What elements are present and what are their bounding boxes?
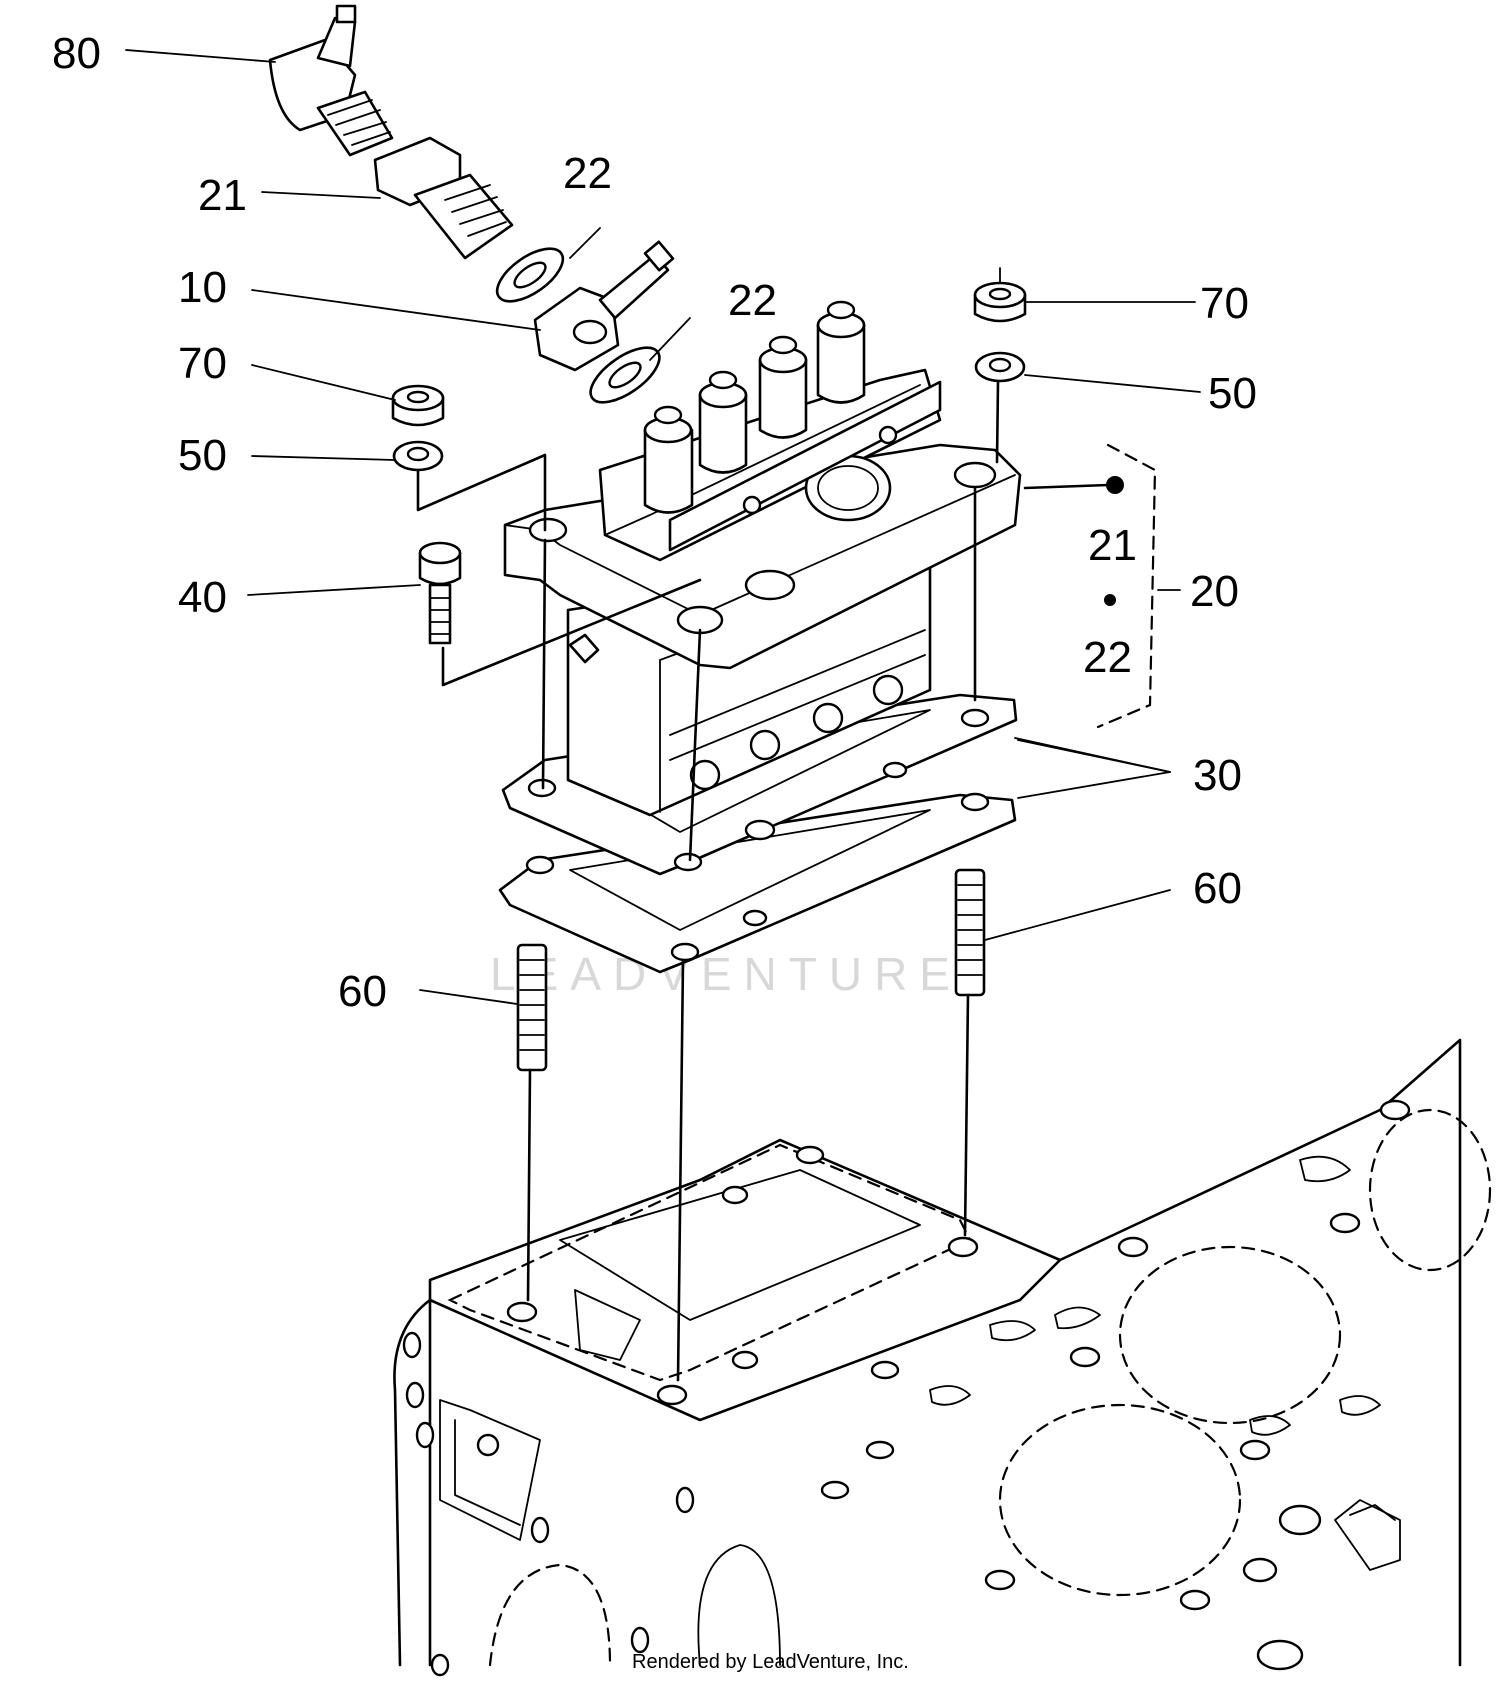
elbow-fitting: [268, 4, 394, 157]
bullet-dot: [1104, 594, 1116, 606]
stud-left: [516, 943, 548, 1302]
guide-line-left: [541, 538, 547, 790]
nut-right: [973, 281, 1027, 323]
callout-10: 10: [178, 263, 227, 312]
callout-22: 22: [1083, 633, 1132, 682]
callout-21: 21: [198, 171, 247, 220]
callout-80: 80: [52, 29, 101, 78]
washer-left-guide: [416, 453, 547, 532]
delivery-valve-holders: [643, 300, 866, 514]
washer-top: [495, 247, 565, 303]
callout-20: 20: [1190, 567, 1239, 616]
callout-70: 70: [1200, 279, 1249, 328]
render-credit: Rendered by LeadVenture, Inc.: [632, 1651, 909, 1673]
callout-50: 50: [178, 431, 227, 480]
watermark-text: LEADVENTURE: [490, 948, 962, 1000]
bullet-dot: [1106, 476, 1124, 494]
leader-lines: [125, 49, 1201, 1005]
callout-60: 60: [1193, 864, 1242, 913]
callout-40: 40: [178, 573, 227, 622]
callout-60: 60: [338, 967, 387, 1016]
callout-50: 50: [1208, 369, 1257, 418]
washer-right: [974, 351, 1026, 383]
washer-left: [392, 440, 444, 472]
injection-pump: [503, 300, 1022, 817]
hollow-screw: [373, 136, 514, 260]
callout-22: 22: [563, 149, 612, 198]
callout-21: 21: [1088, 521, 1137, 570]
washer-right-guide: [995, 380, 1000, 464]
guide-line-center: [676, 958, 685, 1382]
gasket-lower: [498, 792, 1017, 974]
guide-line-mid: [688, 628, 702, 862]
callout-30: 30: [1193, 751, 1242, 800]
stud-right: [954, 868, 986, 1237]
banjo-fitting: [533, 240, 675, 372]
nut-left: [391, 384, 445, 427]
callout-22: 22: [728, 276, 777, 325]
bolt-guide: [441, 578, 702, 687]
engine-block: [393, 1038, 1492, 1677]
callout-labels: 80 21 22 10 22 70 50 40 70 50 21 20 22 3…: [52, 29, 1257, 1016]
bolt: [418, 541, 462, 645]
group-bracket: [1023, 443, 1181, 729]
callout-70: 70: [178, 339, 227, 388]
